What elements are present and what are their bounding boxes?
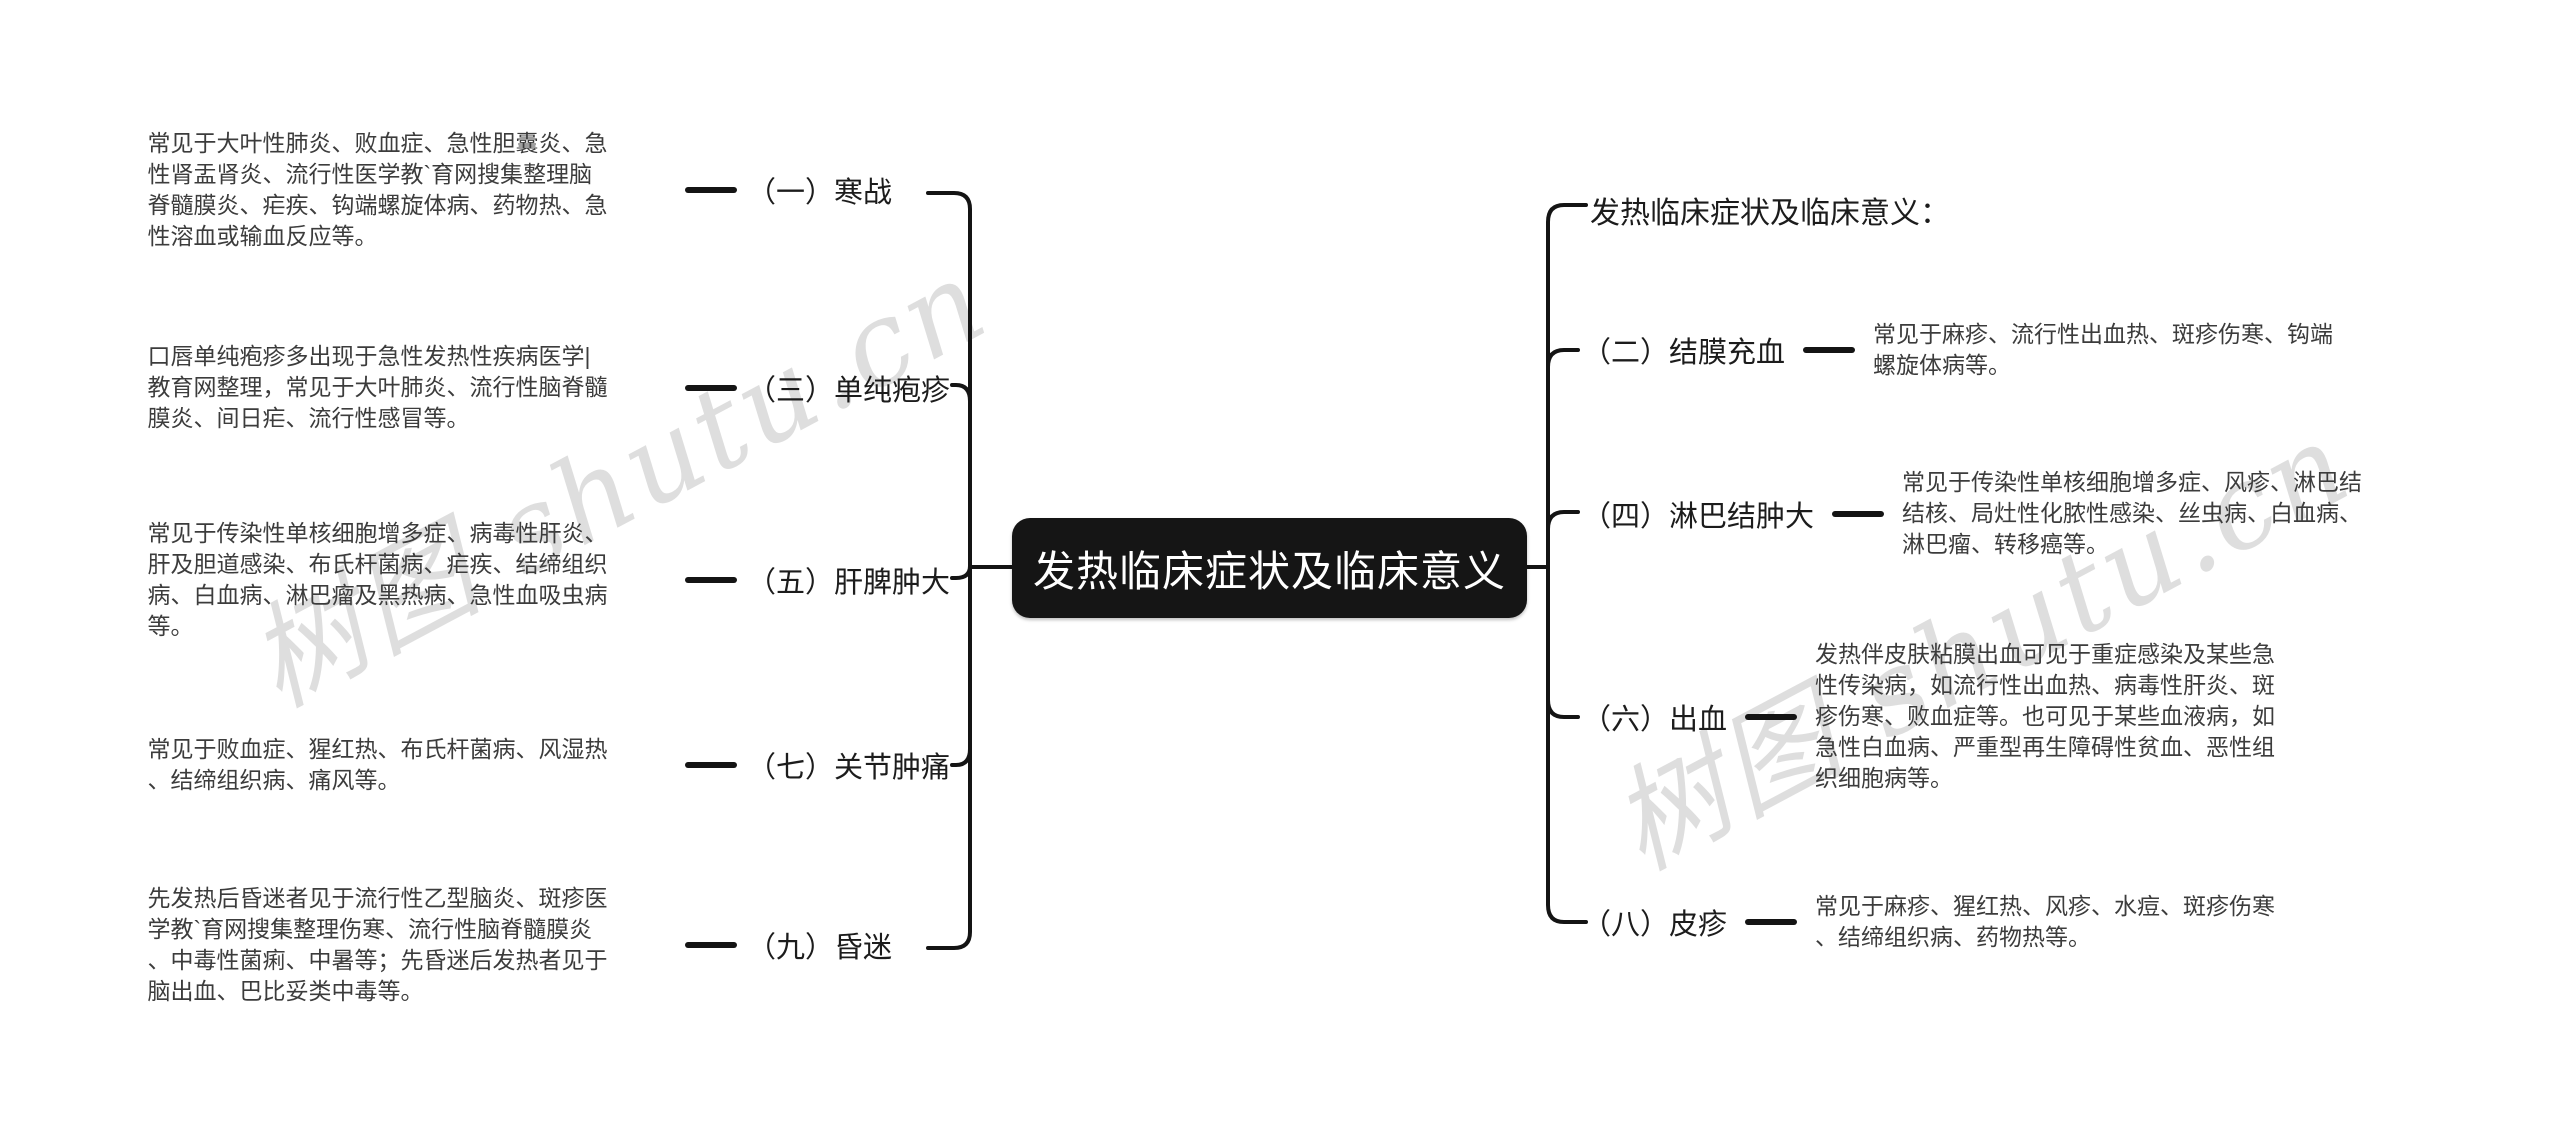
right-junction-2 bbox=[1546, 348, 1580, 369]
connector-dash bbox=[1745, 919, 1798, 925]
right-junction-6 bbox=[1546, 698, 1580, 719]
central-topic-node[interactable]: 发热临床症状及临床意义 bbox=[1012, 518, 1527, 618]
desc-wrap: 口唇单纯疱疹多出现于急性发热性疾病医学| 教育网整理，常见于大叶肺炎、流行性脑脊… bbox=[80, 341, 675, 434]
connector-dash bbox=[1745, 713, 1798, 720]
node-row-2-jiemochongxue: （二）结膜充血 常见于麻疹、流行性出血热、斑疹伤寒、钩端 螺旋体病等。 bbox=[1582, 319, 2333, 381]
node-description[interactable]: 常见于麻疹、流行性出血热、斑疹伤寒、钩端 螺旋体病等。 bbox=[1873, 321, 2334, 378]
left-junction-5 bbox=[950, 564, 972, 580]
node-description[interactable]: 常见于败血症、猩红热、布氏杆菌病、风湿热 、结缔组织病、痛风等。 bbox=[147, 736, 608, 793]
node-description[interactable]: 发热伴皮肤粘膜出血可见于重症感染及某些急 性传染病，如流行性出血热、病毒性肝炎、… bbox=[1815, 641, 2276, 791]
node-label[interactable]: （三）单纯疱疹 bbox=[747, 374, 951, 407]
node-label[interactable]: （六）出血 bbox=[1582, 703, 1728, 736]
connector-dash bbox=[685, 762, 737, 768]
node-label[interactable]: （七）关节肿痛 bbox=[747, 752, 951, 784]
desc-wrap: 常见于大叶性肺炎、败血症、急性胆囊炎、急 性肾盂肾炎、流行性医学教`育网搜集整理… bbox=[80, 128, 675, 252]
node-description[interactable]: 常见于传染性单核细胞增多症、风疹、淋巴结 结核、局灶性化脓性感染、丝虫病、白血病… bbox=[1902, 469, 2363, 557]
node-row-4-linbajiezhongda: （四）淋巴结肿大 常见于传染性单核细胞增多症、风疹、淋巴结 结核、局灶性化脓性感… bbox=[1582, 467, 2362, 560]
left-junction-3 bbox=[950, 383, 972, 403]
right-branch-header-node[interactable]: 发热临床症状及临床意义： bbox=[1590, 197, 1950, 230]
node-row-3-danchunpaozhen: 口唇单纯疱疹多出现于急性发热性疾病医学| 教育网整理，常见于大叶肺炎、流行性脑脊… bbox=[80, 341, 951, 434]
node-row-5-ganpizhongda: 常见于传染性单核细胞增多症、病毒性肝炎、 肝及胆道感染、布氏杆菌病、疟疾、结缔组… bbox=[80, 518, 951, 642]
node-row-7-guanjiezhongtong: 常见于败血症、猩红热、布氏杆菌病、风湿热 、结缔组织病、痛风等。 （七）关节肿痛 bbox=[80, 734, 951, 796]
desc-wrap: 先发热后昏迷者见于流行性乙型脑炎、斑疹医 学教`育网搜集整理伤寒、流行性脑脊髓膜… bbox=[80, 883, 675, 1007]
node-description[interactable]: 常见于大叶性肺炎、败血症、急性胆囊炎、急 性肾盂肾炎、流行性医学教`育网搜集整理… bbox=[147, 130, 608, 249]
right-junction-4 bbox=[1546, 510, 1580, 531]
connector-dash bbox=[685, 942, 737, 948]
node-label[interactable]: （四）淋巴结肿大 bbox=[1582, 500, 1815, 533]
node-description[interactable]: 口唇单纯疱疹多出现于急性发热性疾病医学| 教育网整理，常见于大叶肺炎、流行性脑脊… bbox=[147, 343, 608, 431]
connector-dash bbox=[1832, 510, 1885, 517]
connector-dash bbox=[685, 384, 737, 391]
node-row-9-hunmi: 先发热后昏迷者见于流行性乙型脑炎、斑疹医 学教`育网搜集整理伤寒、流行性脑脊髓膜… bbox=[80, 883, 893, 1007]
node-description[interactable]: 常见于传染性单核细胞增多症、病毒性肝炎、 肝及胆道感染、布氏杆菌病、疟疾、结缔组… bbox=[147, 520, 608, 639]
node-row-1-hanzhan: 常见于大叶性肺炎、败血症、急性胆囊炎、急 性肾盂肾炎、流行性医学教`育网搜集整理… bbox=[80, 128, 893, 252]
desc-wrap: 常见于败血症、猩红热、布氏杆菌病、风湿热 、结缔组织病、痛风等。 bbox=[80, 734, 675, 796]
desc-wrap: 常见于传染性单核细胞增多症、病毒性肝炎、 肝及胆道感染、布氏杆菌病、疟疾、结缔组… bbox=[80, 518, 675, 642]
node-description[interactable]: 常见于麻疹、猩红热、风疹、水痘、斑疹伤寒 、结缔组织病、药物热等。 bbox=[1815, 893, 2276, 950]
node-row-8-pizhen: （八）皮疹 常见于麻疹、猩红热、风疹、水痘、斑疹伤寒 、结缔组织病、药物热等。 bbox=[1582, 891, 2275, 953]
connector-dash bbox=[685, 577, 737, 583]
node-row-6-chuxue: （六）出血 发热伴皮肤粘膜出血可见于重症感染及某些急 性传染病，如流行性出血热、… bbox=[1582, 639, 2275, 794]
right-bracket-connector bbox=[1546, 203, 1588, 924]
node-label[interactable]: （八）皮疹 bbox=[1582, 909, 1728, 941]
connector-dash bbox=[1803, 347, 1856, 353]
node-label[interactable]: （一）寒战 bbox=[747, 177, 893, 209]
node-description[interactable]: 先发热后昏迷者见于流行性乙型脑炎、斑疹医 学教`育网搜集整理伤寒、流行性脑脊髓膜… bbox=[147, 885, 608, 1004]
node-label[interactable]: （九）昏迷 bbox=[747, 932, 893, 964]
left-junction-7 bbox=[950, 747, 972, 767]
node-label[interactable]: （二）结膜充血 bbox=[1582, 337, 1786, 369]
connector-dash bbox=[685, 187, 737, 193]
node-label[interactable]: （五）肝脾肿大 bbox=[747, 567, 951, 599]
